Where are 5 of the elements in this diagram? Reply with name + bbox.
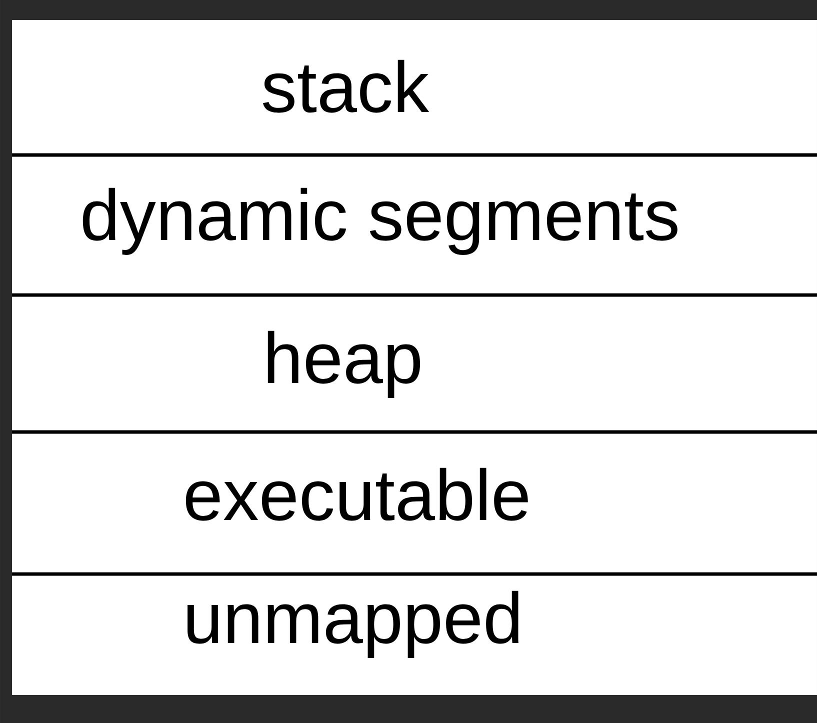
memory-segment-band: unmapped: [12, 574, 817, 695]
memory-segment-band: heap: [12, 295, 817, 432]
memory-segment-band: dynamic segments: [12, 155, 817, 295]
memory-segment-band: executable: [12, 432, 817, 574]
memory-segment-band: stack: [12, 20, 817, 155]
